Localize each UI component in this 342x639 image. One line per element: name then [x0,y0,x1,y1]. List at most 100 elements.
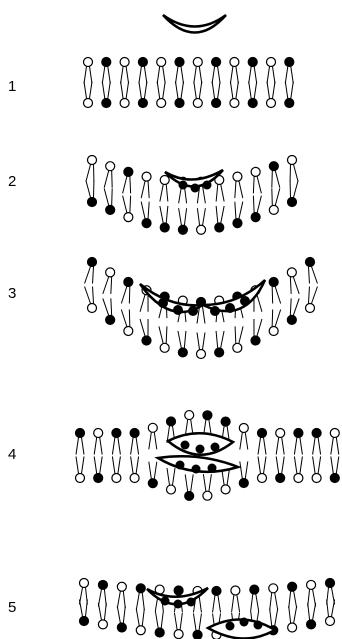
lipid-molecule [85,287,97,313]
lipid-molecule [120,58,129,84]
lipid-molecule [288,156,299,182]
lipid-molecule [276,457,285,483]
panel-label-5: 5 [8,599,16,616]
lipid-molecule [215,176,224,202]
lipid-molecule [167,468,176,494]
lipid-molecule [136,609,145,635]
lipid-molecule [141,172,151,198]
lipid-molecule [112,429,121,455]
lipid-molecule [306,287,318,313]
lipid-molecule [136,584,145,610]
lipid-molecule [203,474,212,500]
lipid-molecule [138,82,147,108]
lipid-molecule [84,82,93,108]
lipid-molecule [140,319,151,345]
lipid-molecule [197,333,206,359]
lipid-molecule [250,585,259,611]
lipid-molecule [269,162,279,188]
lipid-molecule [287,298,299,324]
lipid-molecule [258,457,267,483]
lipid-molecule [233,326,243,352]
lipid-molecule [76,457,85,483]
lipid-molecule [94,429,103,455]
lipid-molecule [288,606,297,632]
bound-protein-panel-2 [165,170,223,193]
lipid-molecule [267,58,276,84]
lipid-molecule [215,331,224,357]
lipid-molecule [98,603,107,629]
lipid-molecule [159,326,169,352]
lipid-molecule [117,582,126,608]
panel-label-3: 3 [8,285,16,302]
lipid-molecule [148,462,157,488]
lipid-molecule [79,600,88,626]
lipid-molecule [269,584,278,610]
lipid-molecule [294,429,303,455]
lipid-molecule [160,176,169,202]
lipid-molecule [104,162,114,188]
lipid-molecule [121,310,132,336]
lipid-molecule [212,58,221,84]
lipid-molecule [251,196,261,222]
lipid-molecule [306,258,318,284]
lipid-molecule [330,429,339,455]
lipid-molecule [178,331,187,357]
lipid-molecule [98,580,107,606]
lipid-molecule [233,172,243,198]
panel-label-4: 4 [8,446,16,463]
lipid-molecule [276,429,285,455]
lipid-molecule [123,196,133,222]
lipid-molecule [231,586,240,612]
lipid-molecule [157,58,166,84]
lipid-molecule [193,58,202,84]
bilayer-panel-2 [86,156,298,235]
lipid-molecule [155,611,164,637]
lipid-molecule [85,258,97,284]
lipid-molecule [193,613,202,639]
lipid-molecule [174,613,183,639]
lipid-molecule [175,58,184,84]
lipid-molecule [160,206,169,232]
lipid-molecule [258,429,267,455]
lipid-molecule [269,278,280,304]
lipid-molecule [117,606,126,632]
lipid-molecule [239,424,248,450]
lipid-molecule [102,82,111,108]
free-protein-crescent [163,15,226,33]
lipid-molecule [130,429,139,455]
lipid-molecule [251,319,262,345]
lipid-molecule [248,58,257,84]
lipid-molecule [141,202,151,228]
lipid-molecule [212,82,221,108]
lipid-molecule [326,600,335,626]
lipid-molecule [197,208,206,234]
lipid-molecule [157,82,166,108]
lipid-molecule [230,58,239,84]
lipid-molecule [269,188,279,214]
lipid-molecule [215,206,224,232]
lipid-molecule [251,167,261,193]
lipid-molecule [312,457,321,483]
lipid-molecule [330,457,339,483]
lipid-molecule [307,580,316,606]
lipid-molecule [285,58,294,84]
lipid-molecule [294,457,303,483]
lipid-molecule [307,603,316,629]
lipid-molecule [130,457,139,483]
lipid-molecule [112,457,121,483]
lipid-molecule [267,82,276,108]
lipid-molecule [175,82,184,108]
lipid-molecule [104,188,114,214]
bilayer-panel-1 [84,58,294,108]
lipid-molecule [123,167,133,193]
lipid-molecule [230,82,239,108]
lipid-molecule [76,429,85,455]
lipid-molecule [312,429,321,455]
bilayer-panel-3 [85,258,318,359]
lipid-molecule [86,181,97,207]
lipid-molecule [233,202,243,228]
lipid-molecule [103,298,115,324]
lipid-molecule [120,82,129,108]
lipid-molecule [287,268,299,294]
